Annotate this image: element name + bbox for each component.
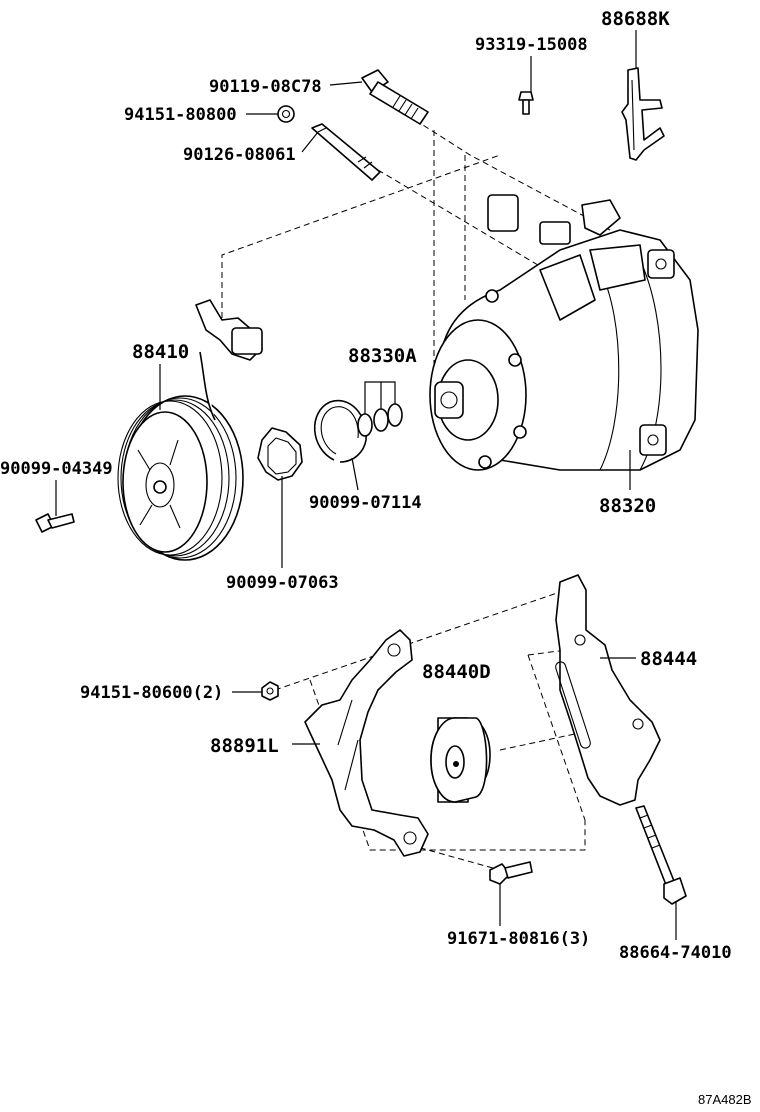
label-88320: 88320 <box>599 495 656 517</box>
part-labels: 88688K 93319-15008 90119-08C78 94151-808… <box>0 8 752 1107</box>
snap-ring-90099-07114 <box>313 399 367 463</box>
label-94151-80600: 94151-80600(2) <box>80 683 223 703</box>
long-bolt-90119 <box>361 69 429 125</box>
bracket-88444 <box>555 574 661 806</box>
label-88330A: 88330A <box>348 345 417 367</box>
leader-lines <box>55 30 677 940</box>
label-88440D: 88440D <box>422 661 491 683</box>
label-93319-15008: 93319-15008 <box>475 35 588 55</box>
bolt-88664-74010 <box>635 805 687 905</box>
label-88410: 88410 <box>132 341 189 363</box>
idler-pulley-88440D <box>430 717 491 803</box>
label-90099-07114: 90099-07114 <box>309 493 422 513</box>
o-rings-88330A <box>357 381 403 437</box>
label-88664-74010: 88664-74010 <box>619 943 732 963</box>
label-88688K: 88688K <box>601 8 670 30</box>
connector-bracket-88688K <box>621 67 665 161</box>
shim-90099-07063 <box>257 427 303 481</box>
magnetic-clutch-88410 <box>117 299 263 561</box>
label-91671-80816: 91671-80816(3) <box>447 929 590 949</box>
nut-94151 <box>277 105 295 123</box>
label-94151-80800: 94151-80800 <box>124 105 237 125</box>
bolt-90099-04349 <box>35 513 75 533</box>
screw-93319 <box>518 91 534 115</box>
label-90126-08061: 90126-08061 <box>183 145 296 165</box>
label-88444: 88444 <box>640 648 697 670</box>
label-90099-04349: 90099-04349 <box>0 459 113 479</box>
label-90119-08C78: 90119-08C78 <box>209 77 322 97</box>
bolt-91671-80816 <box>489 861 533 885</box>
label-90099-07063: 90099-07063 <box>226 573 339 593</box>
bracket-88891L <box>304 629 429 857</box>
reference-code: 87A482B <box>698 1092 752 1107</box>
label-88891L: 88891L <box>210 735 279 757</box>
nut-94151-80600 <box>261 681 279 701</box>
compressor-88320 <box>429 194 699 471</box>
stud-bolt-90126 <box>311 123 381 181</box>
